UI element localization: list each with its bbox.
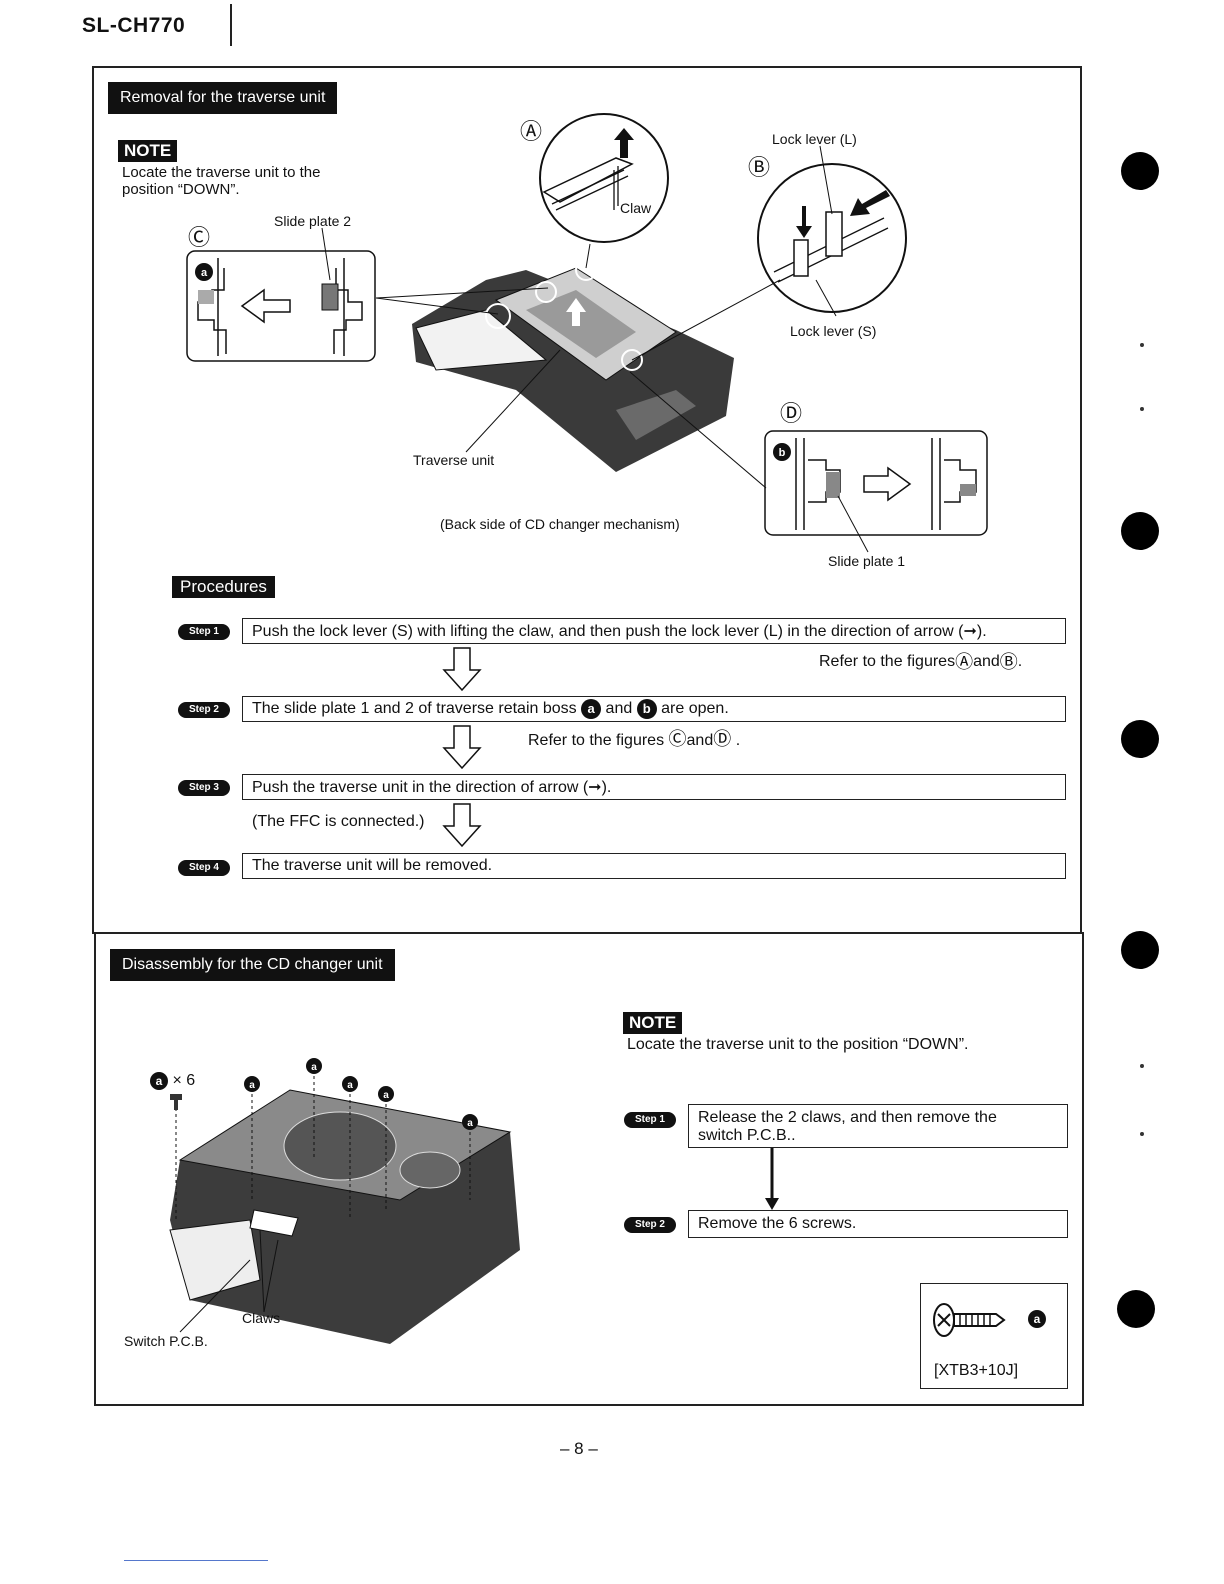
screw-icon — [933, 1303, 1006, 1337]
s2-down-arrow — [765, 1148, 779, 1210]
section-traverse-title: Removal for the traverse unit — [108, 82, 338, 114]
label-claw: Claw — [620, 200, 652, 216]
screw-callouts: a a a a a — [170, 1058, 478, 1220]
s2-step-1-line2: switch P.C.B.. — [698, 1127, 796, 1144]
header-divider — [230, 4, 232, 46]
label-traverse-unit: Traverse unit — [413, 452, 495, 468]
svg-text:a: a — [201, 267, 208, 279]
figure-d-detail: b — [764, 430, 988, 536]
screw-count-text: × 6 — [172, 1072, 196, 1090]
label-slide-plate-2: Slide plate 2 — [274, 213, 352, 229]
refer-figures-ab: Refer to the figuresⒶandⒷ. — [819, 653, 1022, 671]
binder-hole-2 — [1121, 512, 1159, 550]
bottom-rule — [124, 1560, 268, 1561]
step-4-text: The traverse unit will be removed. — [252, 857, 493, 874]
refer-ab-end: . — [1017, 653, 1023, 671]
refer-cd-prefix: Refer to the figures — [528, 732, 665, 749]
boss-b-icon: b — [636, 699, 657, 719]
step-3-badge: Step 3 — [178, 780, 230, 796]
binder-hole-1 — [1121, 152, 1159, 190]
step-2-badge: Step 2 — [178, 702, 230, 718]
margin-speck-4 — [1140, 1132, 1144, 1136]
figure-label-c: Ⓒ — [188, 225, 211, 250]
screw-count: a × 6 — [150, 1072, 195, 1090]
label-lock-lever-s: Lock lever (S) — [790, 323, 877, 339]
ffc-note: (The FFC is connected.) — [252, 813, 425, 830]
s2-step-1-line1: Release the 2 claws, and then remove the — [698, 1109, 997, 1126]
svg-text:a: a — [383, 1090, 389, 1101]
note-badge-2: NOTE — [623, 1012, 683, 1034]
note-text-line2: position “DOWN”. — [122, 181, 240, 198]
cd-changer-illustration — [169, 1089, 520, 1344]
refer-cd-end: . — [735, 732, 741, 749]
procedures-label: Procedures — [172, 576, 275, 598]
section-cd-changer-frame — [94, 932, 1084, 1406]
leader-lines-section2 — [179, 1229, 279, 1333]
down-arrow-3 — [442, 803, 482, 848]
binder-hole-5 — [1117, 1290, 1155, 1328]
figure-label-a: Ⓐ — [520, 119, 543, 144]
ref-letter-a: Ⓐ — [955, 652, 974, 672]
binder-hole-3 — [1121, 720, 1159, 758]
refer-ab-prefix: Refer to the figures — [819, 653, 956, 671]
binder-hole-4 — [1121, 931, 1159, 969]
boss-a-icon: a — [581, 699, 602, 719]
step-2-text-mid: and — [605, 700, 633, 717]
screw-a-icon: a — [150, 1072, 168, 1090]
svg-text:a: a — [347, 1080, 353, 1091]
step-3-text: Push the traverse unit in the direction … — [252, 779, 612, 796]
s2-step-2-text: Remove the 6 screws. — [698, 1215, 857, 1232]
label-slide-plate-1: Slide plate 1 — [828, 553, 906, 569]
traverse-mechanism-illustration — [412, 259, 734, 472]
step-1-box: Push the lock lever (S) with lifting the… — [242, 618, 1066, 644]
down-arrow-1 — [442, 647, 482, 692]
svg-text:b: b — [779, 447, 786, 459]
s2-step-2-box: Remove the 6 screws. — [688, 1210, 1068, 1238]
down-arrow-2 — [442, 725, 482, 770]
step-2-text-post: are open. — [661, 700, 729, 717]
note-badge: NOTE — [118, 140, 178, 162]
margin-speck-1 — [1140, 343, 1144, 347]
figure-label-b: Ⓑ — [748, 155, 771, 180]
step-1-text: Push the lock lever (S) with lifting the… — [252, 623, 987, 640]
ref-letter-d: Ⓓ — [713, 729, 732, 749]
screw-part-letter: a — [1028, 1310, 1046, 1328]
note-text-2: Locate the traverse unit to the position… — [627, 1036, 969, 1053]
ref-letter-c: Ⓒ — [668, 729, 687, 749]
figure-label-d: Ⓓ — [780, 401, 803, 426]
label-switch-pcb: Switch P.C.B. — [124, 1333, 208, 1349]
svg-text:a: a — [311, 1062, 317, 1073]
margin-speck-3 — [1140, 1064, 1144, 1068]
section-cd-changer-title: Disassembly for the CD changer unit — [110, 949, 395, 981]
s2-step-1-box: Release the 2 claws, and then remove the… — [688, 1104, 1068, 1148]
model-number: SL-CH770 — [82, 14, 186, 37]
refer-cd-and: and — [686, 732, 714, 749]
step-4-box: The traverse unit will be removed. — [242, 853, 1066, 879]
ref-letter-b: Ⓑ — [999, 652, 1018, 672]
note-text-line1: Locate the traverse unit to the — [122, 164, 321, 181]
refer-ab-and: and — [973, 653, 1000, 671]
figure-c-detail: a — [186, 250, 376, 362]
label-claws: Claws — [242, 1310, 281, 1326]
figure-caption: (Back side of CD changer mechanism) — [440, 516, 680, 532]
screw-part-number: [XTB3+10J] — [934, 1362, 1019, 1379]
step-2-box: The slide plate 1 and 2 of traverse reta… — [242, 696, 1066, 722]
step-2-text-pre: The slide plate 1 and 2 of traverse reta… — [252, 700, 577, 717]
screw-part-box — [920, 1283, 1068, 1389]
leader-lines-section1 — [321, 145, 869, 553]
figure-b-detail — [757, 163, 907, 313]
svg-text:a: a — [249, 1080, 255, 1091]
figure-a-detail — [539, 113, 669, 243]
s2-step-2-badge: Step 2 — [624, 1217, 676, 1233]
step-4-badge: Step 4 — [178, 860, 230, 876]
margin-speck-2 — [1140, 407, 1144, 411]
page-number: – 8 – — [560, 1439, 598, 1458]
label-lock-lever-l: Lock lever (L) — [772, 131, 857, 147]
step-1-badge: Step 1 — [178, 624, 230, 640]
step-3-box: Push the traverse unit in the direction … — [242, 774, 1066, 800]
refer-figures-cd: Refer to the figures ⒸandⒹ . — [528, 729, 741, 749]
s2-step-1-badge: Step 1 — [624, 1112, 676, 1128]
svg-text:a: a — [467, 1118, 473, 1129]
